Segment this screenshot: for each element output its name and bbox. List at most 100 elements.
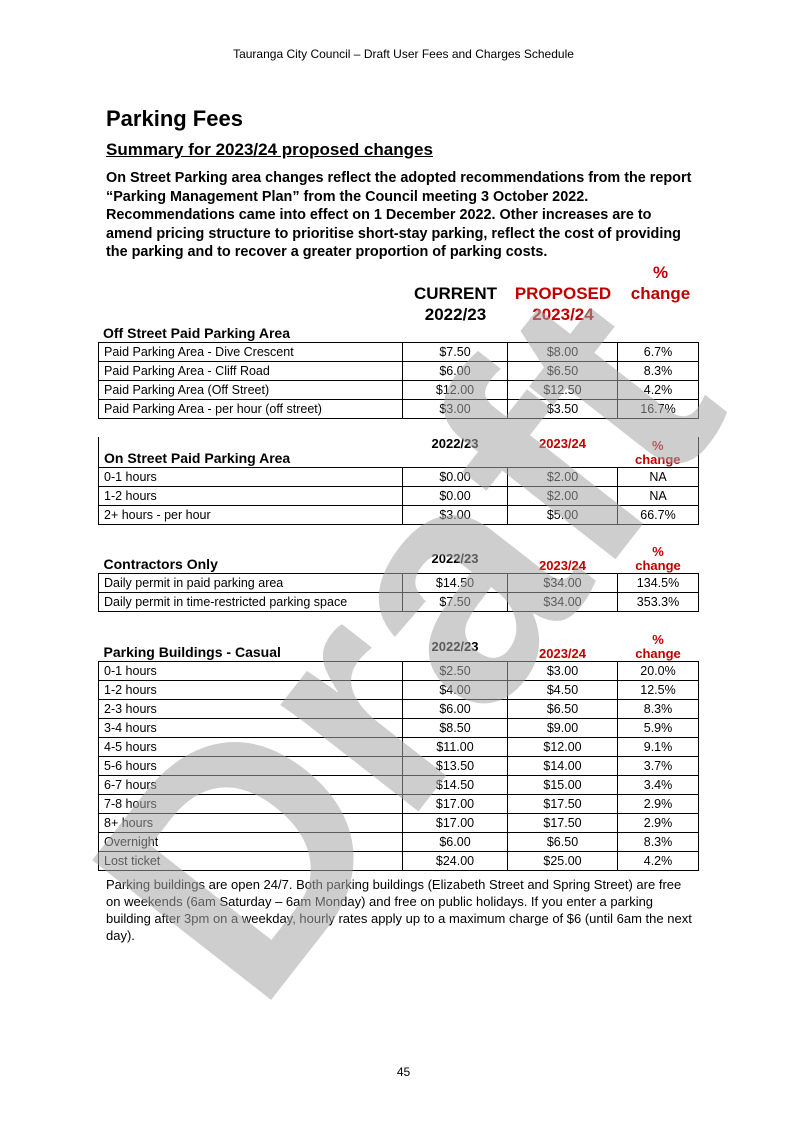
proposed-fee-cell: $5.00 <box>507 505 618 525</box>
change-heading-label: change <box>630 284 691 303</box>
current-fee-cell: $14.50 <box>402 573 508 593</box>
change-cell: 4.2% <box>617 851 699 871</box>
table-row: Paid Parking Area - Dive Crescent $7.50 … <box>98 342 699 362</box>
item-cell: Daily permit in paid parking area <box>98 573 403 593</box>
current-fee-cell: $14.50 <box>402 775 508 795</box>
item-cell: 1-2 hours <box>98 680 403 700</box>
change-header-label: change <box>635 646 681 661</box>
proposed-fee-cell: $17.50 <box>507 794 618 814</box>
change-cell: 6.7% <box>617 342 699 362</box>
proposed-fee-cell: $8.00 <box>507 342 618 362</box>
current-fee-cell: $6.00 <box>402 832 508 852</box>
current-column-heading: CURRENT 2022/23 <box>403 283 508 325</box>
current-fee-cell: $11.00 <box>402 737 508 757</box>
table-row: 0-1 hours $0.00 $2.00 NA <box>98 467 699 487</box>
item-cell: Overnight <box>98 832 403 852</box>
change-cell: 3.7% <box>617 756 699 776</box>
item-cell: 2+ hours - per hour <box>98 505 403 525</box>
proposed-fee-cell: $25.00 <box>507 851 618 871</box>
proposed-fee-cell: $3.50 <box>507 399 618 419</box>
current-fee-cell: $6.00 <box>402 699 508 719</box>
current-fee-cell: $17.00 <box>402 794 508 814</box>
table-row: 5-6 hours $13.50 $14.00 3.7% <box>98 756 699 776</box>
current-fee-cell: $3.00 <box>402 505 508 525</box>
current-fee-cell: $2.50 <box>402 661 508 681</box>
current-fee-cell: $6.00 <box>402 361 508 381</box>
item-cell: 3-4 hours <box>98 718 403 738</box>
change-cell: 5.9% <box>617 718 699 738</box>
proposed-year-header: 2023/24 <box>539 437 586 451</box>
current-fee-cell: $12.00 <box>402 380 508 400</box>
change-header-pct: % <box>651 438 664 453</box>
change-cell: 2.9% <box>617 794 699 814</box>
change-cell: 16.7% <box>617 399 699 419</box>
item-cell: 0-1 hours <box>98 661 403 681</box>
table-row: 6-7 hours $14.50 $15.00 3.4% <box>98 775 699 795</box>
proposed-fee-cell: $6.50 <box>507 361 618 381</box>
change-header-label: change <box>635 558 681 573</box>
change-cell: 2.9% <box>617 813 699 833</box>
contractors-table-title: Contractors Only <box>103 556 218 572</box>
item-cell: Daily permit in time-restricted parking … <box>98 592 403 612</box>
item-cell: 6-7 hours <box>98 775 403 795</box>
change-cell: 66.7% <box>617 505 699 525</box>
item-cell: Paid Parking Area - Dive Crescent <box>98 342 403 362</box>
table-header-row: Parking Buildings - Casual 2022/23 2023/… <box>99 633 699 662</box>
proposed-column-heading: PROPOSED 2023/24 <box>508 283 618 325</box>
change-cell: NA <box>617 486 699 506</box>
table-row: Paid Parking Area - per hour (off street… <box>98 399 699 419</box>
parking-buildings-note: Parking buildings are open 24/7. Both pa… <box>106 877 692 943</box>
current-fee-cell: $17.00 <box>402 813 508 833</box>
current-fee-cell: $13.50 <box>402 756 508 776</box>
table-row: Lost ticket $24.00 $25.00 4.2% <box>98 851 699 871</box>
current-fee-cell: $8.50 <box>402 718 508 738</box>
off-street-parking-table: Paid Parking Area - Dive Crescent $7.50 … <box>98 342 699 419</box>
change-header-label: change <box>634 452 681 467</box>
change-header: % change <box>618 545 699 574</box>
change-header-pct: % <box>652 545 664 559</box>
proposed-heading-year: 2023/24 <box>532 305 594 324</box>
change-cell: 8.3% <box>617 832 699 852</box>
proposed-fee-cell: $2.00 <box>507 486 618 506</box>
parking-buildings-table-title: Parking Buildings - Casual <box>103 644 281 660</box>
current-heading-year: 2022/23 <box>424 305 487 324</box>
current-fee-cell: $7.50 <box>402 592 508 612</box>
table-row: Paid Parking Area (Off Street) $12.00 $1… <box>98 380 699 400</box>
change-cell: 9.1% <box>617 737 699 757</box>
change-cell: 4.2% <box>617 380 699 400</box>
current-year-header: 2022/23 <box>431 551 479 566</box>
page-header: Tauranga City Council – Draft User Fees … <box>233 47 574 61</box>
proposed-heading-label: PROPOSED <box>514 284 612 303</box>
item-cell: 0-1 hours <box>98 467 403 487</box>
change-column-heading: % change <box>620 262 701 304</box>
table-row: Paid Parking Area - Cliff Road $6.00 $6.… <box>98 361 699 381</box>
table-row: 7-8 hours $17.00 $17.50 2.9% <box>98 794 699 814</box>
item-cell: Paid Parking Area (Off Street) <box>98 380 403 400</box>
proposed-fee-cell: $12.00 <box>507 737 618 757</box>
change-cell: 12.5% <box>617 680 699 700</box>
table-row: 1-2 hours $4.00 $4.50 12.5% <box>98 680 699 700</box>
proposed-fee-cell: $6.50 <box>507 699 618 719</box>
proposed-fee-cell: $17.50 <box>507 813 618 833</box>
proposed-fee-cell: $3.00 <box>507 661 618 681</box>
table-row: 2-3 hours $6.00 $6.50 8.3% <box>98 699 699 719</box>
current-heading-label: CURRENT <box>413 284 498 303</box>
change-cell: NA <box>617 467 699 487</box>
proposed-fee-cell: $34.00 <box>507 573 618 593</box>
table-row: 2+ hours - per hour $3.00 $5.00 66.7% <box>98 505 699 525</box>
summary-heading: Summary for 2023/24 proposed changes <box>106 140 433 159</box>
proposed-year-header: 2023/24 <box>539 558 586 573</box>
change-cell: 3.4% <box>617 775 699 795</box>
item-cell: Lost ticket <box>98 851 403 871</box>
change-heading-pct: % <box>652 263 669 282</box>
item-cell: 5-6 hours <box>98 756 403 776</box>
change-cell: 20.0% <box>617 661 699 681</box>
current-fee-cell: $3.00 <box>402 399 508 419</box>
change-cell: 134.5% <box>617 573 699 593</box>
table-row: Overnight $6.00 $6.50 8.3% <box>98 832 699 852</box>
page-number: 45 <box>396 1065 411 1079</box>
proposed-fee-cell: $12.50 <box>507 380 618 400</box>
proposed-fee-cell: $14.00 <box>507 756 618 776</box>
on-street-table-title: On Street Paid Parking Area <box>98 437 403 468</box>
proposed-fee-cell: $15.00 <box>507 775 618 795</box>
